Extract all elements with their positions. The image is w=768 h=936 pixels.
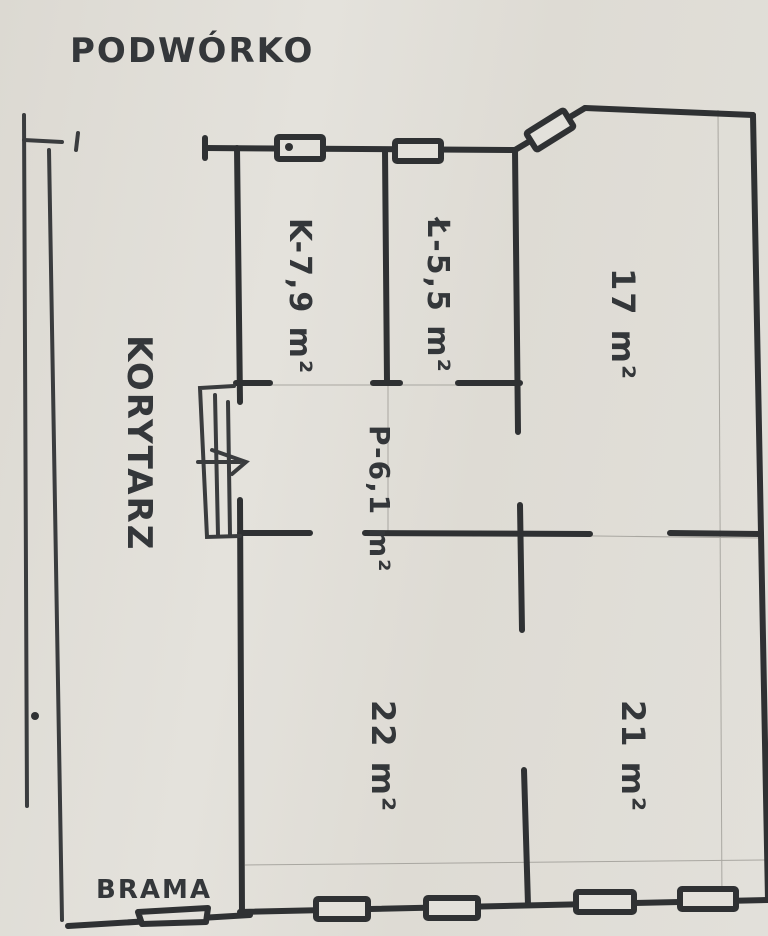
courtyard-label: PODWÓRKO [70,30,314,71]
corridor-label: KORYTARZ [119,335,159,551]
room-label-22: 22 m² [364,700,402,813]
stairs-arrow-icon [196,384,250,540]
window-symbol-icon [274,134,326,162]
window-symbol-icon [573,889,637,915]
interior-walls [233,145,763,918]
gate-label: BRAMA [96,875,212,905]
gate-symbol-icon [135,905,211,927]
window-symbol-icon [392,138,444,164]
room-label-17: 17 m² [604,268,642,381]
window-symbol-icon [677,886,739,912]
room-label-kitchen: K-7,9 m² [282,218,317,375]
room-label-hallway: P-6,1 m² [363,425,396,573]
corridor-boundary [22,113,80,922]
room-label-bathroom: Ł-5,5 m² [420,216,455,374]
window-symbol-icon [423,895,481,921]
room-label-21: 21 m² [614,700,652,813]
window-symbol-icon [313,896,371,922]
window-symbol-icon [523,107,577,153]
